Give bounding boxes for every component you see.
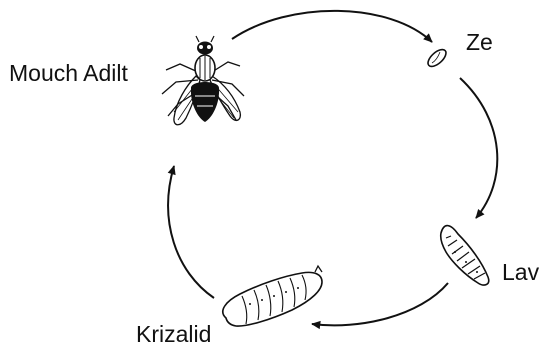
arrow-egg-to-larva	[460, 78, 497, 218]
stage-label-egg: Ze	[466, 31, 493, 54]
arrow-larva-to-pupa	[312, 283, 448, 325]
arrow-adult-to-egg	[232, 11, 432, 42]
arrow-pupa-to-adult	[168, 166, 214, 298]
larva-icon	[441, 226, 489, 285]
stage-label-adult: Mouch Adilt	[9, 62, 128, 85]
pupa-icon	[223, 266, 322, 326]
fly-icon	[162, 36, 244, 125]
egg-icon	[425, 47, 449, 70]
stage-label-pupa: Krizalid	[136, 323, 211, 346]
stage-label-larva: Lav	[502, 261, 539, 284]
